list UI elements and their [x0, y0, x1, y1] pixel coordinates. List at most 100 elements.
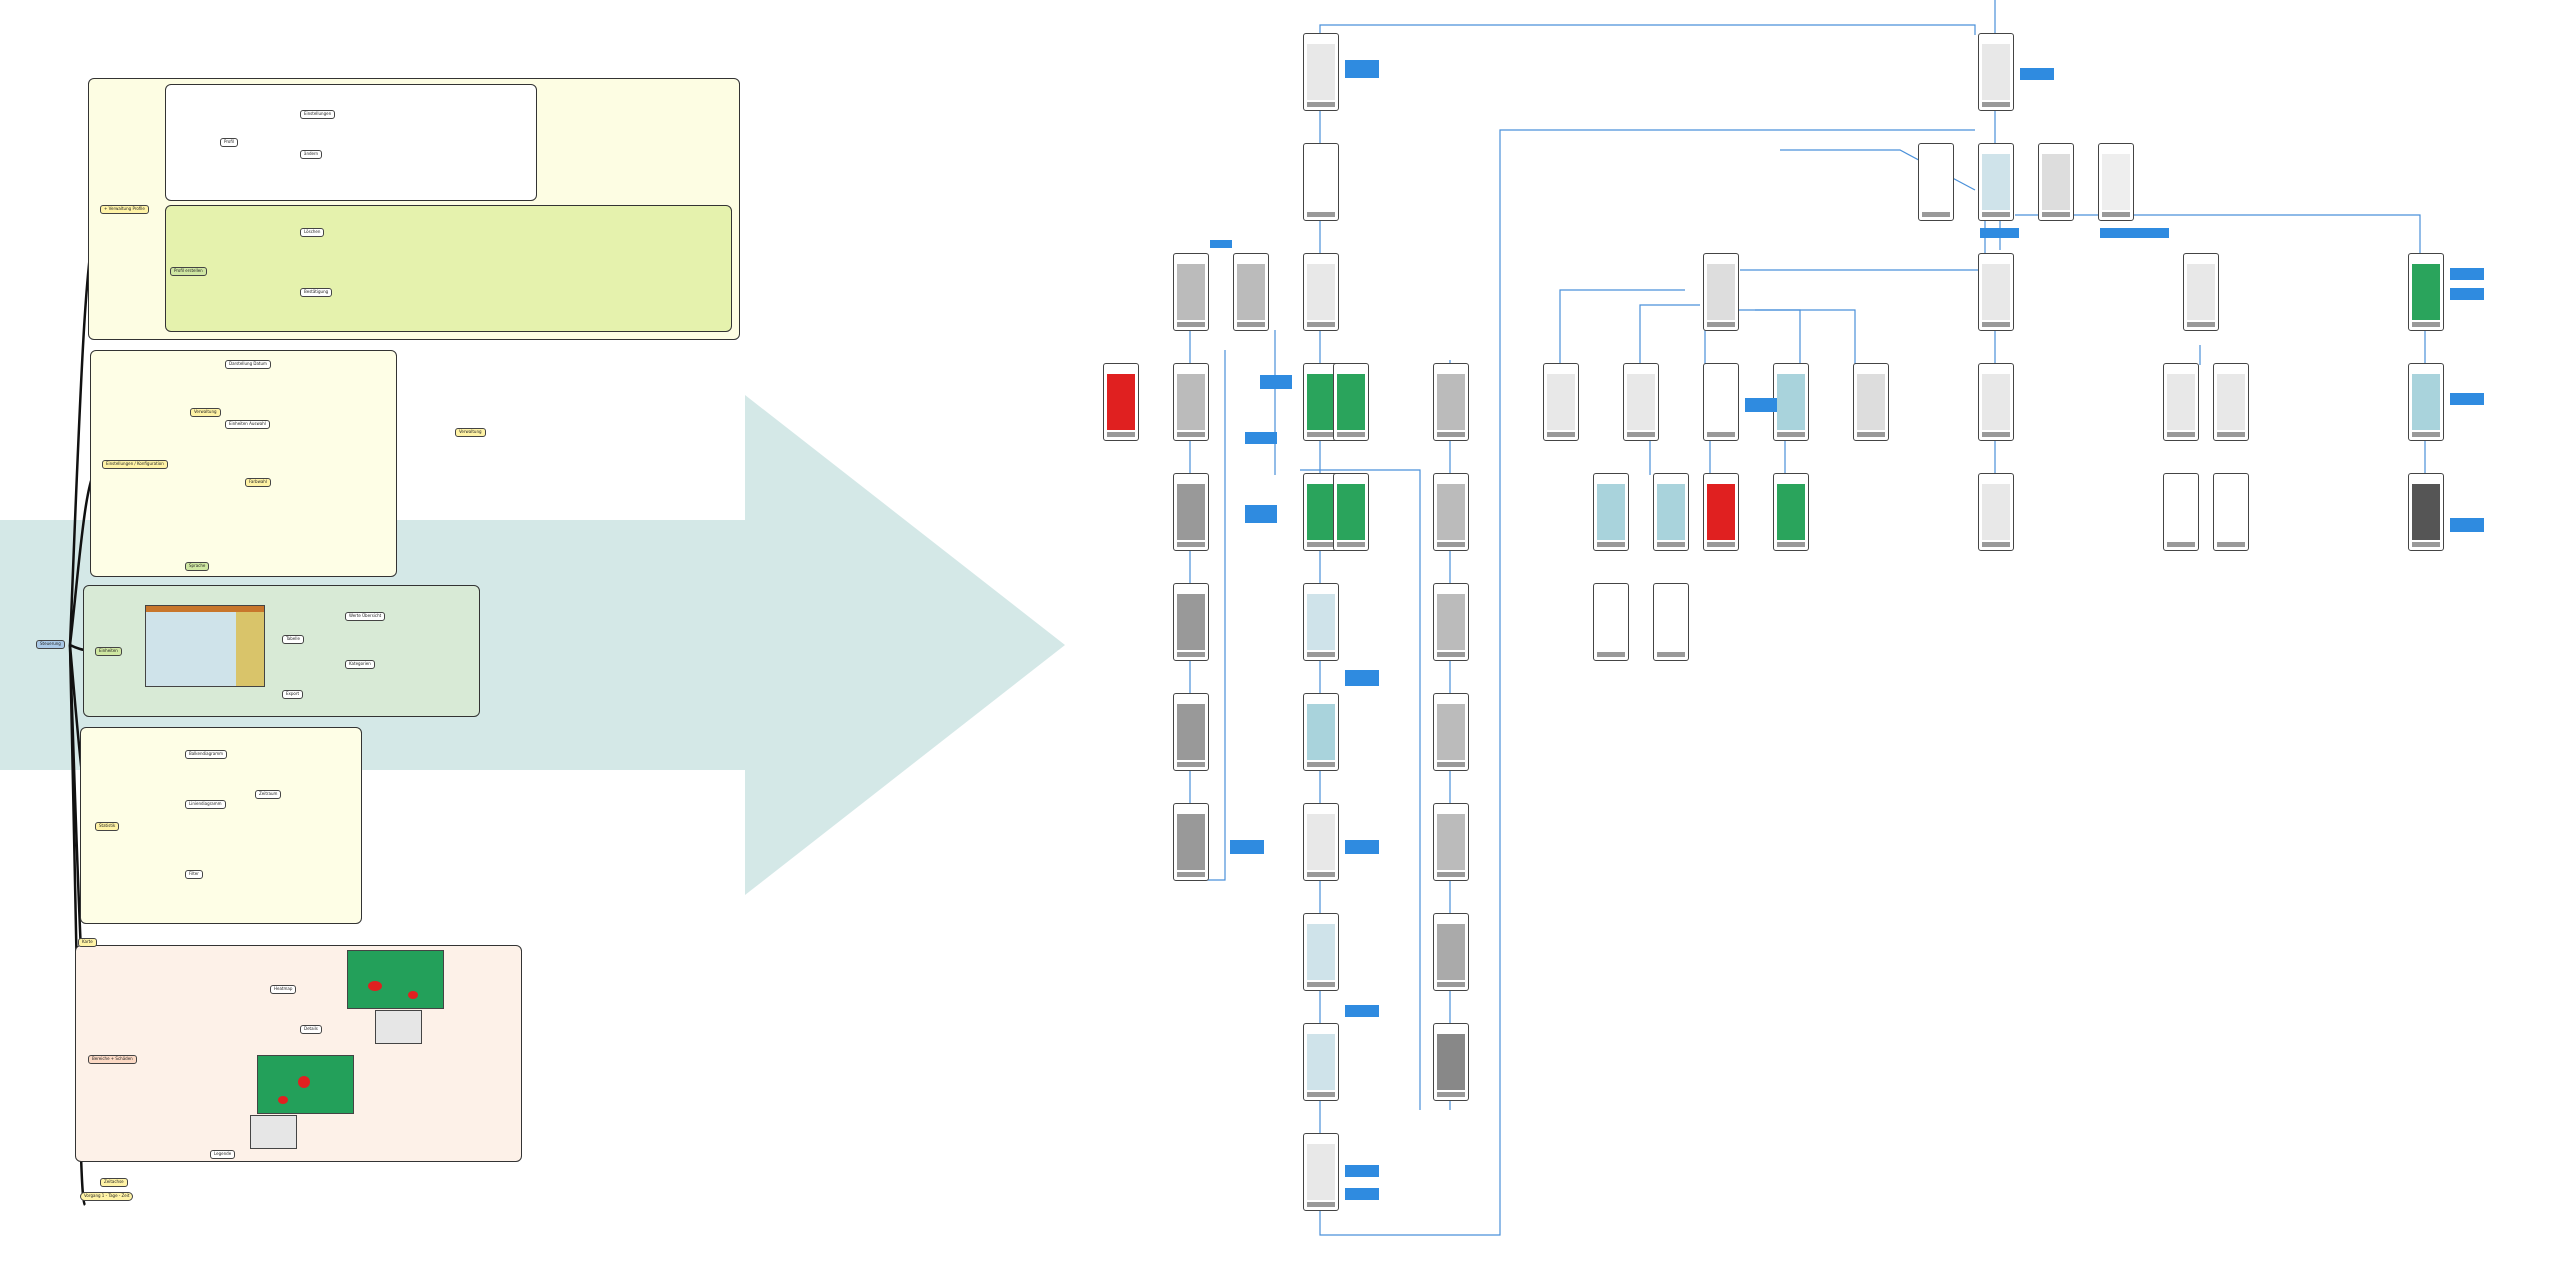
node-config-1[interactable]: Darstellung Datum: [225, 360, 271, 369]
node-damage-2[interactable]: Details: [300, 1025, 322, 1034]
node-profile-1[interactable]: Einstellungen: [300, 110, 336, 119]
screen-home[interactable]: [1303, 253, 1339, 331]
screen-i3[interactable]: [2213, 363, 2249, 441]
screen-h3[interactable]: [2098, 143, 2134, 221]
screen-a2[interactable]: [1233, 253, 1269, 331]
node-profile-0[interactable]: Profil: [220, 138, 238, 147]
screen-b1[interactable]: [1173, 363, 1209, 441]
node-config-0[interactable]: Verwaltung: [190, 408, 221, 417]
annotation-note-15: [2100, 228, 2169, 238]
screen-f2[interactable]: [1653, 473, 1689, 551]
screen-h-menu[interactable]: [1918, 143, 1954, 221]
screen-j3[interactable]: [2408, 473, 2444, 551]
node-profile-5[interactable]: Bestätigung: [300, 288, 333, 297]
screen-e3[interactable]: [1703, 253, 1739, 331]
node-profile-3[interactable]: Profil erstellen: [170, 267, 207, 276]
screen-i2[interactable]: [2163, 363, 2199, 441]
screen-d3[interactable]: [1433, 583, 1469, 661]
screen-d7[interactable]: [1433, 1023, 1469, 1101]
screen-h4[interactable]: [1978, 253, 2014, 331]
units-table-thumbnail: [145, 605, 265, 687]
node-config-4[interactable]: Sprache: [185, 562, 210, 571]
screen-list-5[interactable]: [1303, 1023, 1339, 1101]
node-stats-3[interactable]: Zeitraum: [255, 790, 282, 799]
node-stats-0[interactable]: Balkendiagramm: [185, 750, 228, 759]
screen-e5[interactable]: [1773, 363, 1809, 441]
annotation-note-19: [2450, 518, 2484, 532]
panel-profile-green: [165, 205, 732, 332]
screen-j1[interactable]: [2408, 253, 2444, 331]
screen-alert[interactable]: [1103, 363, 1139, 441]
branch-units[interactable]: Einheiten: [95, 647, 122, 656]
screen-d6[interactable]: [1433, 913, 1469, 991]
screen-d1[interactable]: [1433, 363, 1469, 441]
branch-profile[interactable]: + Verwaltung Profile: [100, 205, 149, 214]
screen-list-2[interactable]: [1303, 693, 1339, 771]
timeline-label[interactable]: Zeitachse: [100, 1178, 128, 1187]
branch-config[interactable]: Einstellungen / Konfiguration: [102, 460, 168, 469]
screen-h1[interactable]: [1978, 143, 2014, 221]
screen-d5[interactable]: [1433, 803, 1469, 881]
branch-timeline[interactable]: Vorgang 1 - Tage - Zeit: [80, 1192, 134, 1201]
node-stats-1[interactable]: Liniendiagramm: [185, 800, 226, 809]
screen-b5[interactable]: [1173, 803, 1209, 881]
node-profile-4[interactable]: Löschen: [300, 228, 325, 237]
node-units-2[interactable]: Kategorien: [345, 660, 375, 669]
screen-list-1[interactable]: [1303, 583, 1339, 661]
screen-i5[interactable]: [2213, 473, 2249, 551]
annotation-note-14: [1980, 228, 2019, 238]
annotation-note-8: [1345, 840, 1379, 854]
node-units-3[interactable]: Export: [282, 690, 304, 699]
screen-h2[interactable]: [2038, 143, 2074, 221]
screen-h5[interactable]: [1978, 363, 2014, 441]
screen-j2[interactable]: [2408, 363, 2444, 441]
node-damage-1[interactable]: Heatmap: [270, 985, 297, 994]
branch-stats[interactable]: Statistik: [95, 822, 120, 831]
screen-g1[interactable]: [1593, 583, 1629, 661]
screen-e4[interactable]: [1703, 363, 1739, 441]
screen-f3[interactable]: [1703, 473, 1739, 551]
screen-login[interactable]: [1303, 143, 1339, 221]
screen-i1[interactable]: [2183, 253, 2219, 331]
screen-b4[interactable]: [1173, 693, 1209, 771]
screen-a1[interactable]: [1173, 253, 1209, 331]
screen-g2[interactable]: [1653, 583, 1689, 661]
screen-f1[interactable]: [1593, 473, 1629, 551]
screen-e2[interactable]: [1623, 363, 1659, 441]
screen-b3[interactable]: [1173, 583, 1209, 661]
node-units-1[interactable]: Werte Übersicht: [345, 612, 386, 621]
node-stats-2[interactable]: Filter: [185, 870, 203, 879]
node-config-3[interactable]: Farbwahl: [245, 478, 271, 487]
screen-h6[interactable]: [1978, 473, 2014, 551]
mindmap-root[interactable]: Steuerung: [36, 640, 65, 649]
screen-list-3[interactable]: [1303, 803, 1339, 881]
screen-i4[interactable]: [2163, 473, 2199, 551]
screen-start[interactable]: [1303, 33, 1339, 111]
screen-e6[interactable]: [1853, 363, 1889, 441]
annotation-note-1: [1345, 60, 1379, 78]
screen-c2[interactable]: [1333, 473, 1369, 551]
panel-stats: [80, 727, 362, 924]
branch-damage[interactable]: Bereiche + Schäden: [88, 1055, 137, 1064]
annotation-note-12: [1745, 398, 1777, 412]
screen-e1[interactable]: [1543, 363, 1579, 441]
node-units-0[interactable]: Tabelle: [282, 635, 304, 644]
screen-c1[interactable]: [1333, 363, 1369, 441]
annotation-note-2: [1210, 240, 1232, 248]
node-config-2[interactable]: Einheiten Auswahl: [225, 420, 270, 429]
screen-d4[interactable]: [1433, 693, 1469, 771]
screen-list-6[interactable]: [1303, 1133, 1339, 1211]
screen-list-4[interactable]: [1303, 913, 1339, 991]
screen-h0[interactable]: [1978, 33, 2014, 111]
annotation-note-3: [1260, 375, 1292, 389]
annotation-note-7: [1230, 840, 1264, 854]
screen-b2[interactable]: [1173, 473, 1209, 551]
annotation-note-9: [1345, 1005, 1379, 1017]
annotation-note-18: [2450, 393, 2484, 405]
details-thumbnail-2: [250, 1115, 297, 1149]
screen-f4[interactable]: [1773, 473, 1809, 551]
node-profile-2[interactable]: ändern: [300, 150, 323, 159]
node-damage-3[interactable]: Legende: [210, 1150, 236, 1159]
screen-d2[interactable]: [1433, 473, 1469, 551]
